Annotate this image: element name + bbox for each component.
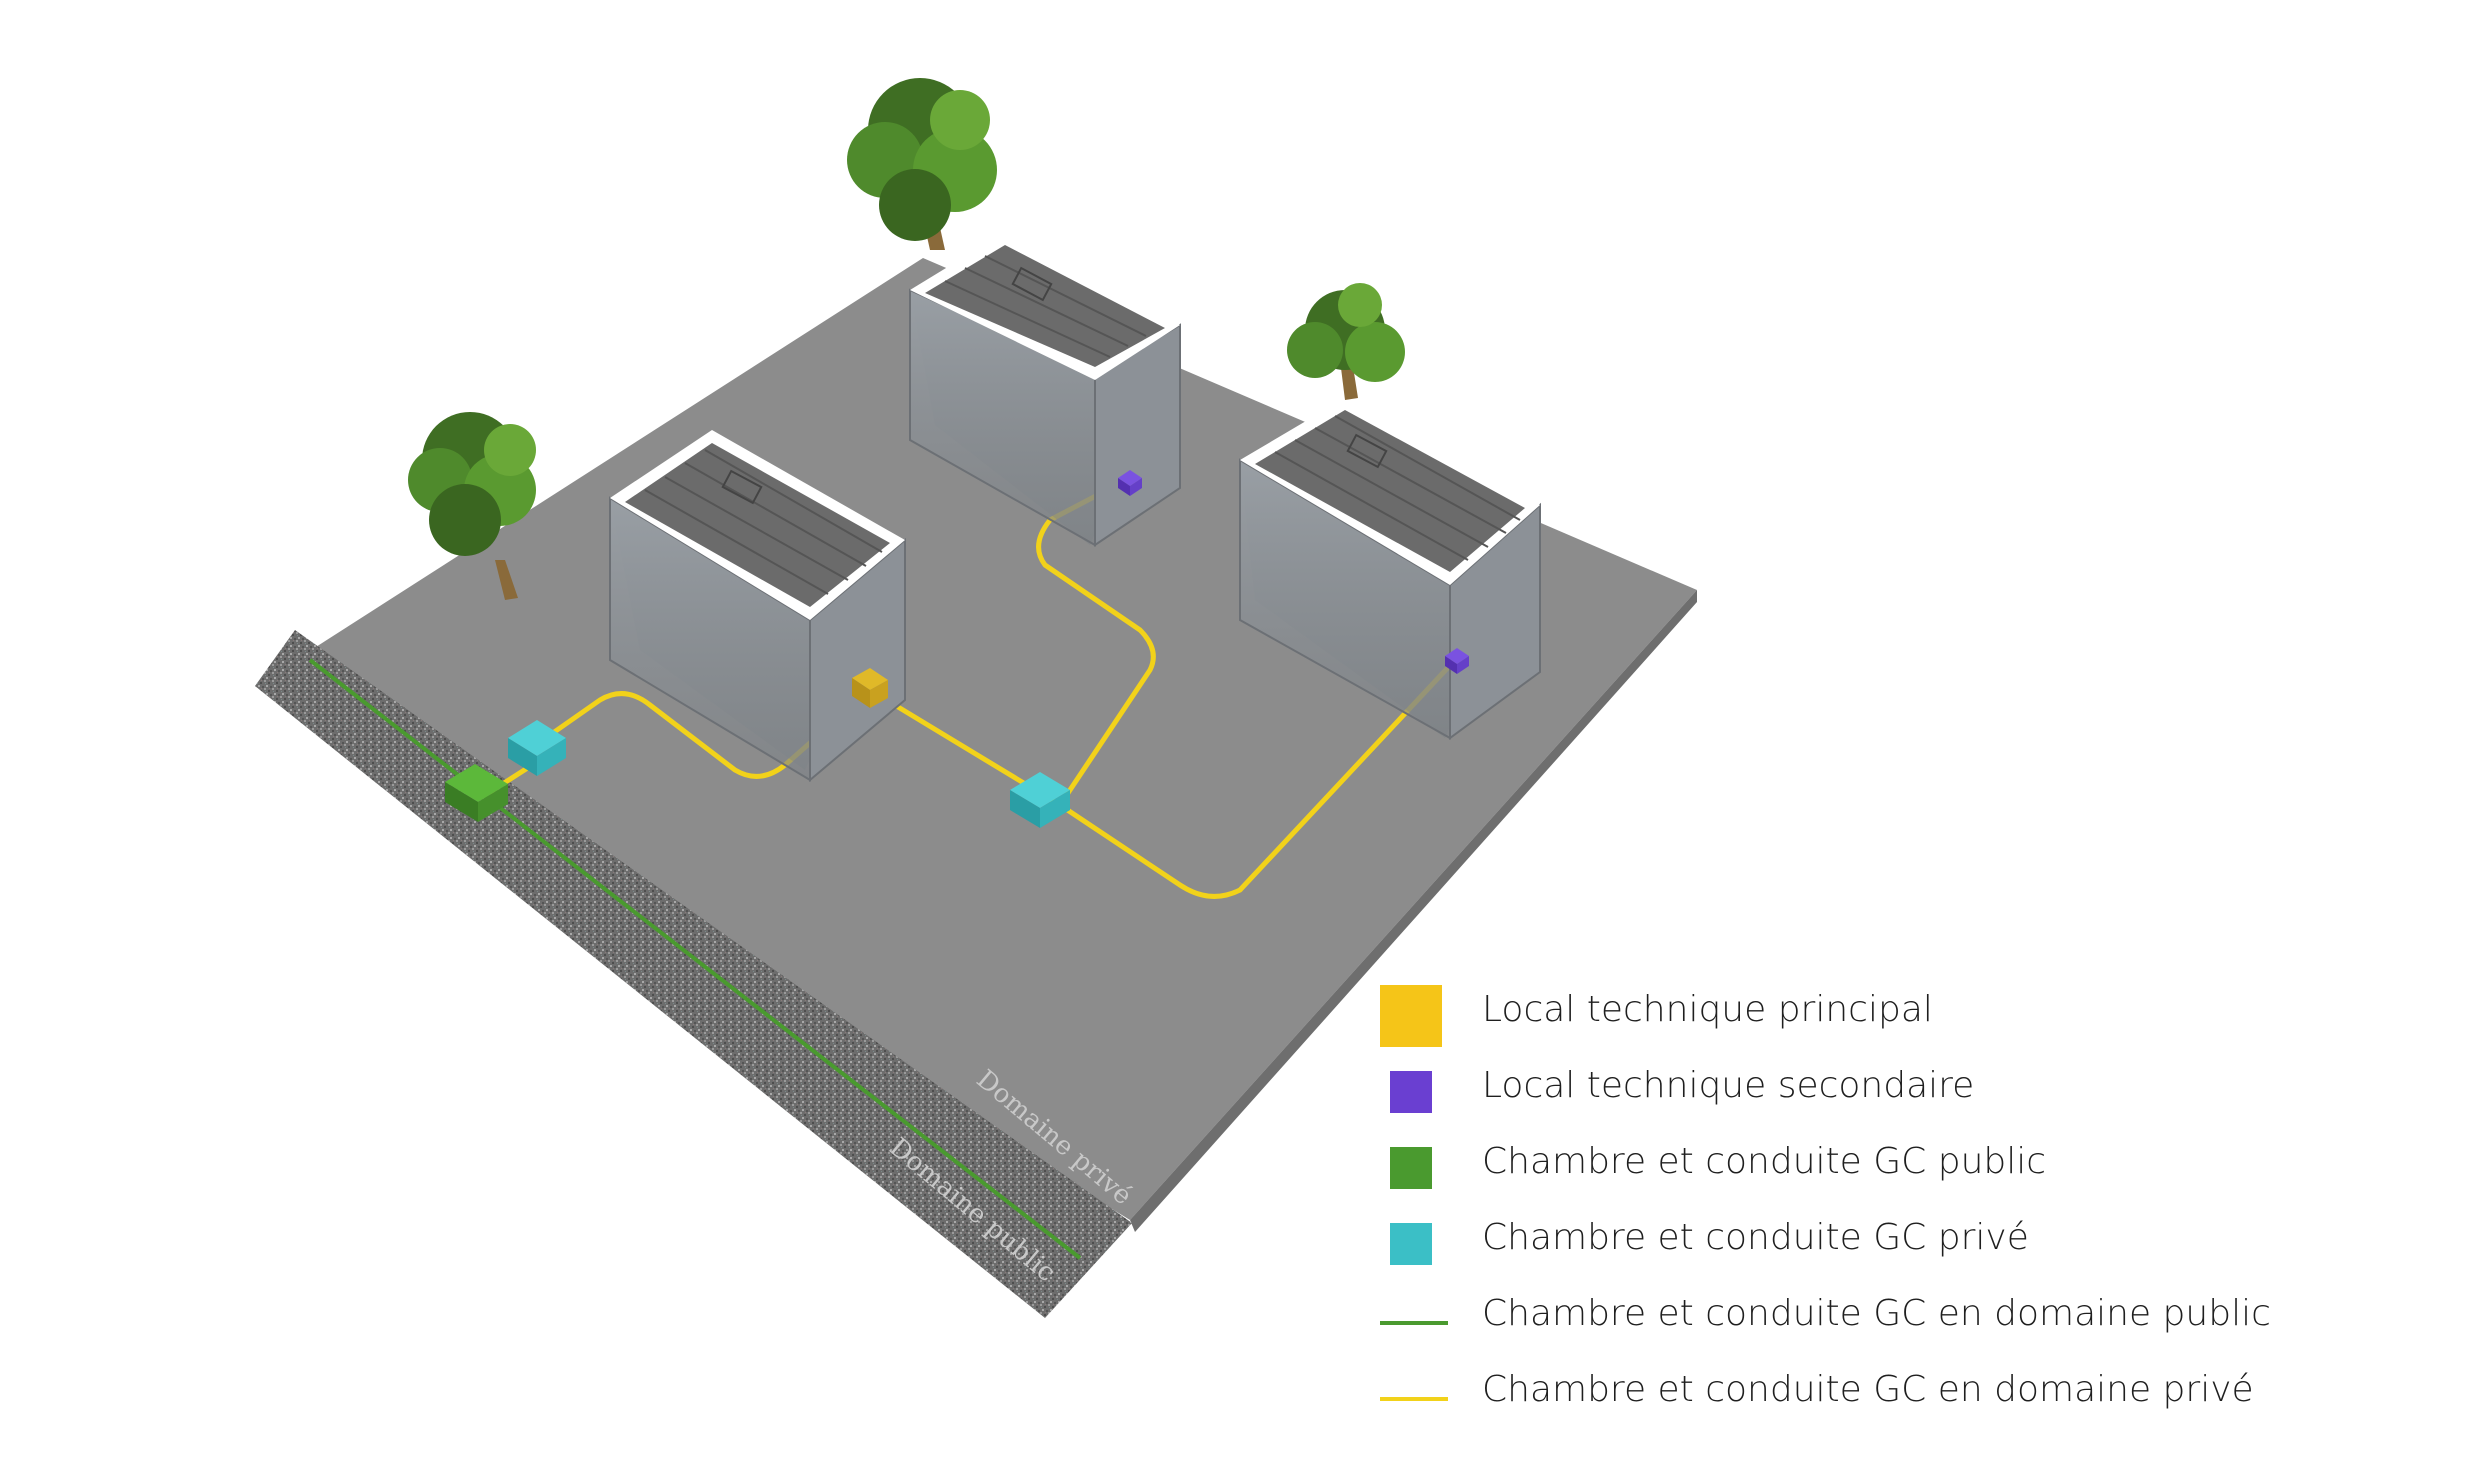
tree-back [847,78,997,250]
gc-prive-swatch [1390,1223,1432,1265]
conduit-prive-line-swatch [1380,1397,1448,1401]
conduit-public-line-swatch [1380,1321,1448,1325]
tree-right [1287,283,1405,400]
gc-public-swatch [1390,1147,1432,1189]
legend-item-gc-prive: Chambre et conduite GC privé [1380,1213,2440,1289]
legend-label: Chambre et conduite GC public [1482,1141,2046,1182]
legend-item-local-principal: Local technique principal [1380,985,2440,1061]
legend: Local technique principal Local techniqu… [1380,985,2440,1441]
legend-item-gc-public: Chambre et conduite GC public [1380,1137,2440,1213]
legend-label: Local technique principal [1482,989,1933,1030]
legend-label: Chambre et conduite GC privé [1482,1217,2029,1258]
legend-label: Chambre et conduite GC en domaine public [1482,1293,2271,1334]
legend-label: Local technique secondaire [1482,1065,1974,1106]
legend-item-local-secondaire: Local technique secondaire [1380,1061,2440,1137]
local-secondaire-swatch [1390,1071,1432,1113]
local-principal-swatch [1380,985,1442,1047]
legend-item-conduit-prive: Chambre et conduite GC en domaine privé [1380,1365,2440,1441]
legend-item-conduit-public: Chambre et conduite GC en domaine public [1380,1289,2440,1365]
legend-label: Chambre et conduite GC en domaine privé [1482,1369,2254,1410]
